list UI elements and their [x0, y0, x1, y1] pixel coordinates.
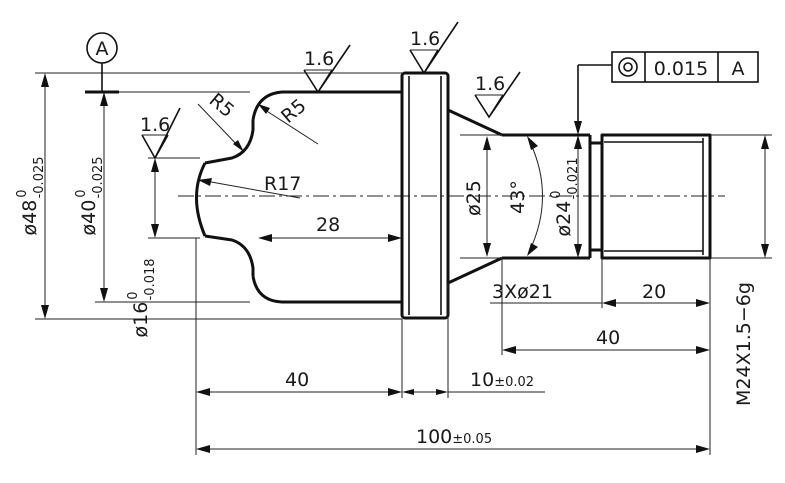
- svg-text:ø240-0.021: ø240-0.021: [549, 157, 581, 236]
- label-d40: ø400-0.025: [74, 156, 106, 235]
- svg-text:1.6: 1.6: [475, 73, 505, 95]
- label-r5-right: R5: [277, 95, 311, 128]
- svg-text:1.6: 1.6: [304, 48, 334, 70]
- roughness-symbol-4: 1.6: [474, 71, 521, 119]
- svg-text:1.6: 1.6: [140, 114, 170, 136]
- label-100: 100±0.05: [416, 426, 492, 448]
- roughness-symbol-1: 1.6: [140, 107, 181, 160]
- label-40-right: 40: [596, 327, 620, 349]
- label-20: 20: [642, 281, 666, 303]
- svg-text:1.6: 1.6: [410, 28, 440, 50]
- label-r17: R17: [264, 173, 301, 195]
- label-angle: 43°: [507, 180, 529, 214]
- datum-letter: A: [96, 38, 109, 60]
- label-28: 28: [316, 214, 340, 236]
- svg-text:ø160-0.018: ø160-0.018: [126, 258, 158, 337]
- label-thread: M24X1.5−6g: [733, 282, 755, 406]
- label-40-left: 40: [285, 369, 309, 391]
- label-d48: ø480-0.025: [15, 156, 47, 235]
- label-d25: ø25: [463, 180, 485, 216]
- roughness-symbol-2: 1.6: [303, 44, 351, 94]
- svg-text:ø400-0.025: ø400-0.025: [74, 156, 106, 235]
- concentricity-icon: [618, 57, 638, 77]
- tolerance-datum: A: [732, 58, 745, 80]
- svg-text:ø25: ø25: [463, 180, 485, 216]
- label-d16: ø160-0.018: [126, 258, 158, 337]
- svg-text:M24X1.5−6g: M24X1.5−6g: [733, 282, 755, 406]
- label-r5-left: R5: [205, 89, 239, 122]
- svg-text:43°: 43°: [507, 180, 529, 214]
- extension-lines: [35, 72, 772, 455]
- datum-marker: A: [85, 32, 119, 94]
- tolerance-frame: 0.015 A: [574, 51, 759, 135]
- roughness-symbol-3: 1.6: [409, 21, 459, 75]
- svg-text:ø480-0.025: ø480-0.025: [15, 156, 47, 235]
- shaft-outline: [195, 71, 712, 320]
- label-groove: 3Xø21: [492, 281, 553, 303]
- tolerance-value: 0.015: [654, 58, 708, 80]
- label-d24: ø240-0.021: [549, 157, 581, 236]
- dimension-lines: [41, 73, 769, 453]
- label-10: 10±0.02: [470, 369, 534, 391]
